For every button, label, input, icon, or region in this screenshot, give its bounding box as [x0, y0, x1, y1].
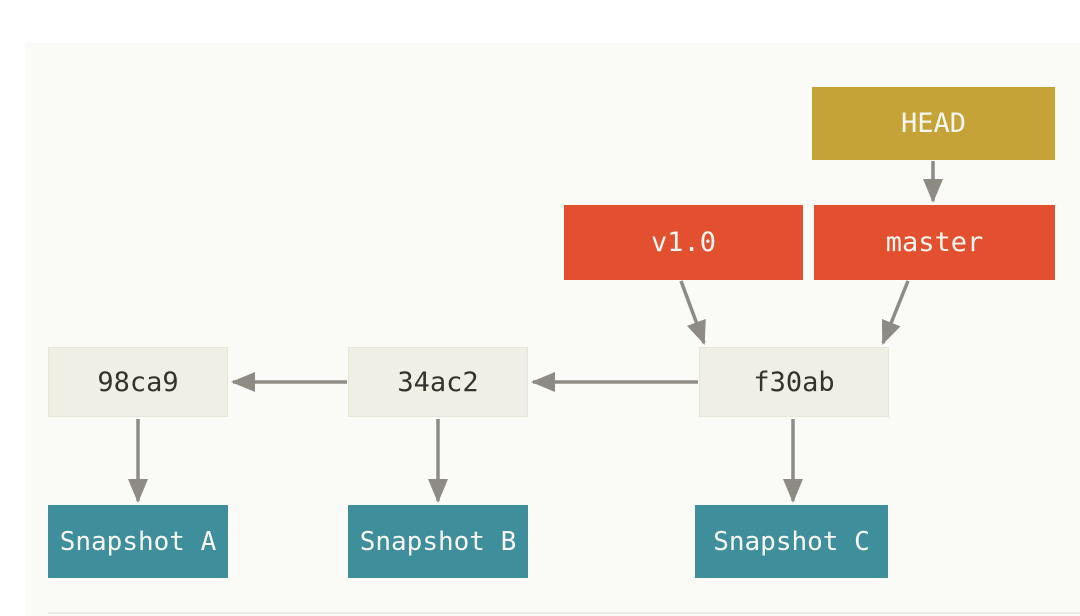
node-snapshot-b-label: Snapshot B — [359, 526, 517, 557]
node-commit-f30ab: f30ab — [699, 347, 889, 417]
node-branch-master-label: master — [885, 227, 984, 258]
node-head: HEAD — [812, 87, 1055, 160]
node-commit-34ac2-label: 34ac2 — [397, 366, 479, 398]
node-tag-v1-0-label: v1.0 — [650, 227, 717, 258]
node-branch-master: master — [814, 205, 1055, 280]
node-head-label: HEAD — [900, 108, 967, 139]
node-snapshot-a-label: Snapshot A — [59, 526, 217, 557]
node-tag-v1-0: v1.0 — [564, 205, 803, 280]
node-commit-98ca9-label: 98ca9 — [97, 366, 179, 398]
node-commit-f30ab-label: f30ab — [753, 366, 835, 398]
bottom-edge-line — [48, 612, 1080, 614]
node-commit-98ca9: 98ca9 — [48, 347, 228, 417]
node-snapshot-c-label: Snapshot C — [713, 526, 870, 557]
node-commit-34ac2: 34ac2 — [348, 347, 528, 417]
node-snapshot-a: Snapshot A — [48, 505, 228, 578]
node-snapshot-c: Snapshot C — [695, 505, 888, 578]
node-snapshot-b: Snapshot B — [348, 505, 528, 578]
